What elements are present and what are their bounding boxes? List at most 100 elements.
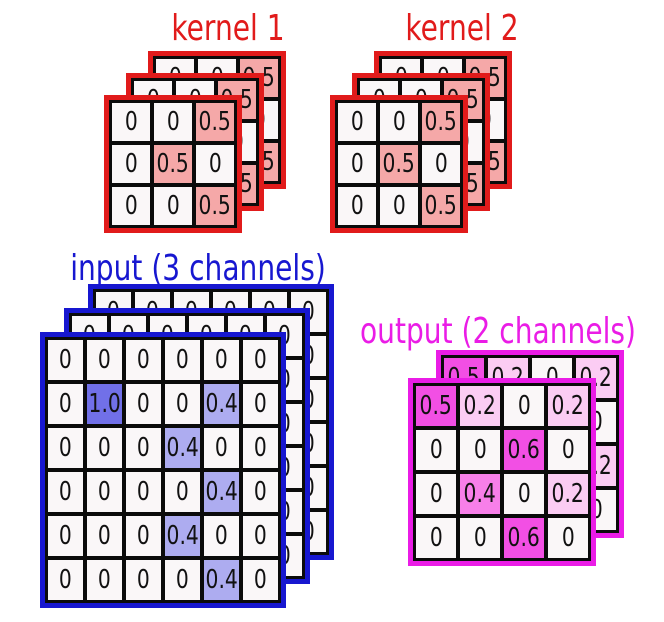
- cell-value: 0: [350, 149, 364, 179]
- cell-value: 0.5: [424, 107, 458, 137]
- cell-value: 0: [429, 435, 443, 465]
- grid-cell: 0: [165, 384, 200, 424]
- cell-value: 0: [429, 479, 443, 509]
- kernel2-title: kernel 2: [405, 8, 519, 49]
- cell-value: 0: [98, 433, 111, 463]
- grid-cell: 0: [460, 518, 500, 558]
- grid-cell: 0: [154, 103, 192, 141]
- grid-cell: 0: [548, 518, 588, 558]
- cell-value: 0: [215, 345, 228, 375]
- cell-value: 0.5: [198, 191, 232, 221]
- grid-cell: 0: [548, 430, 588, 470]
- cell-value: 0: [254, 345, 267, 375]
- grid-cell: 0.5: [380, 145, 418, 183]
- cell-value: 0: [59, 565, 72, 595]
- grid-cell: 0.4: [204, 560, 239, 600]
- grid-cell: 0: [126, 472, 161, 512]
- cell-value: 0.6: [507, 435, 541, 465]
- cell-value: 0: [137, 433, 150, 463]
- grid-cell: 0: [416, 518, 456, 558]
- grid-cell: 0: [204, 340, 239, 380]
- cell-value: 0.5: [424, 191, 458, 221]
- cell-value: 0.4: [205, 389, 238, 419]
- grid-cell: 0: [243, 472, 278, 512]
- cell-value: 0: [254, 389, 267, 419]
- cell-value: 0: [137, 389, 150, 419]
- grid-cell: 0.5: [154, 145, 192, 183]
- grid-cell: 0: [165, 472, 200, 512]
- grid-cell: 0: [48, 560, 83, 600]
- grid-cell: 0: [48, 472, 83, 512]
- cell-value: 0: [166, 107, 180, 137]
- cell-value: 0: [176, 477, 189, 507]
- cell-value: 0: [254, 433, 267, 463]
- grid-cell: 0: [48, 516, 83, 556]
- cell-value: 0: [434, 149, 448, 179]
- grid-cell: 0: [126, 428, 161, 468]
- grid-cell: 0: [243, 516, 278, 556]
- grid-cell: 0: [243, 340, 278, 380]
- grid-cell: 0.5: [422, 187, 460, 225]
- cell-value: 0.2: [463, 391, 497, 421]
- grid-cell: 0: [48, 428, 83, 468]
- cell-value: 0.5: [382, 149, 416, 179]
- grid-cell: 0.5: [196, 187, 234, 225]
- cell-value: 0: [124, 191, 138, 221]
- grid-cell: 0: [48, 340, 83, 380]
- cell-value: 0.4: [463, 479, 497, 509]
- grid-cell: 0: [416, 474, 456, 514]
- grid-cell: 0: [243, 560, 278, 600]
- cell-value: 0: [166, 191, 180, 221]
- cell-value: 0: [392, 107, 406, 137]
- grid-cell: 0: [154, 187, 192, 225]
- cell-value: 0: [561, 435, 575, 465]
- cell-value: 0.6: [507, 523, 541, 553]
- cell-value: 0: [473, 435, 487, 465]
- grid-cell: 0.4: [165, 428, 200, 468]
- grid-cell: 0.4: [204, 472, 239, 512]
- cell-value: 0.4: [166, 433, 199, 463]
- cell-value: 0: [392, 191, 406, 221]
- cell-value: 0: [137, 565, 150, 595]
- grid-cell: 0: [338, 103, 376, 141]
- cell-value: 1.0: [88, 389, 121, 419]
- grid-cell: 0: [126, 340, 161, 380]
- grid-cell: 0: [460, 430, 500, 470]
- cell-value: 0: [350, 191, 364, 221]
- grid-cell: 0.2: [548, 474, 588, 514]
- input-title: input (3 channels): [70, 248, 326, 289]
- cell-value: 0.2: [551, 479, 585, 509]
- cell-value: 0.2: [551, 391, 585, 421]
- cell-value: 0: [98, 477, 111, 507]
- kernel1-title: kernel 1: [171, 8, 285, 49]
- output-title: output (2 channels): [360, 311, 636, 352]
- cell-value: 0: [176, 389, 189, 419]
- grid-cell: 0: [48, 384, 83, 424]
- cell-value: 0: [561, 523, 575, 553]
- grid-cell: 0: [87, 428, 122, 468]
- cell-value: 0: [124, 107, 138, 137]
- grid-cell: 0: [112, 187, 150, 225]
- grid-cell: 0: [504, 386, 544, 426]
- grid-cell: 0.6: [504, 518, 544, 558]
- grid-cell: 0: [243, 428, 278, 468]
- grid-cell: 0: [87, 340, 122, 380]
- cell-value: 0: [254, 477, 267, 507]
- grid-cell: 0: [380, 103, 418, 141]
- grid-cell: 0.5: [196, 103, 234, 141]
- cell-value: 0: [59, 345, 72, 375]
- cell-value: 0: [517, 479, 531, 509]
- cell-value: 0: [215, 521, 228, 551]
- grid-cell: 0: [416, 430, 456, 470]
- grid-cell: 0: [112, 145, 150, 183]
- grid-cell: 0: [338, 145, 376, 183]
- grid-cell: 0.6: [504, 430, 544, 470]
- cell-value: 0: [59, 477, 72, 507]
- cell-value: 0: [429, 523, 443, 553]
- grid-cell: 0: [380, 187, 418, 225]
- grid-cell: 0: [126, 516, 161, 556]
